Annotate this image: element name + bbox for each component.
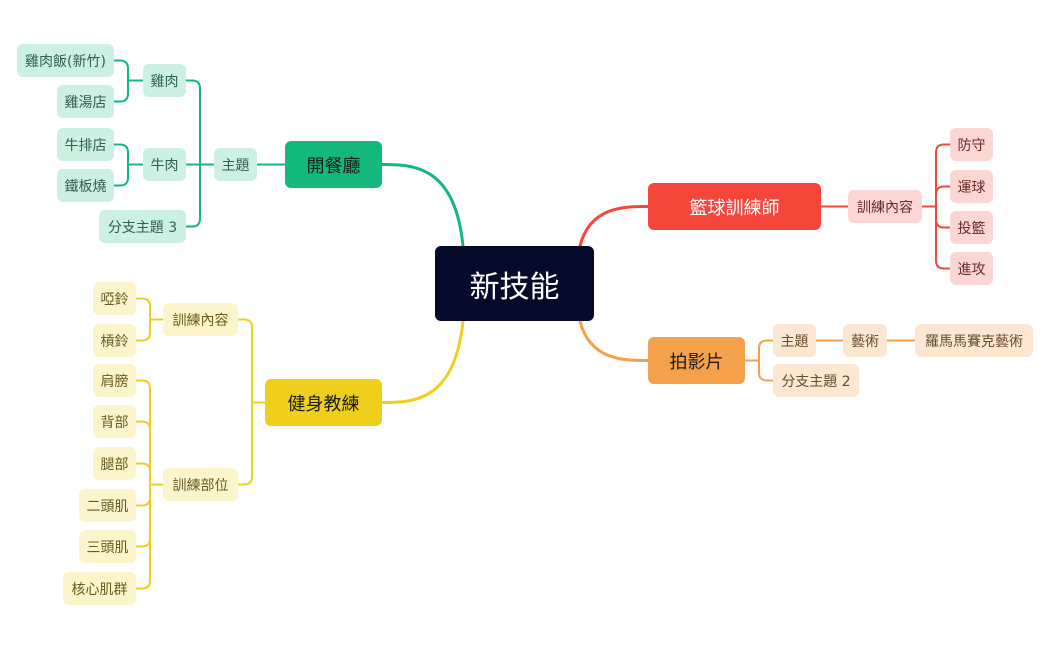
link-beef-children-child-1 <box>113 176 129 187</box>
link-bball-content-children-child-1 <box>935 185 951 196</box>
branch-photo[interactable]: 拍影片 <box>648 337 745 384</box>
chicken-node[interactable]: 雞肉 <box>143 64 186 97</box>
link-topic-children-child-2 <box>185 217 201 228</box>
link-parts-children-child-0 <box>135 379 151 390</box>
back-node[interactable]: 背部 <box>93 405 136 438</box>
link-topic-children-child-0 <box>185 79 201 90</box>
link-parts-children-child-5 <box>135 579 151 590</box>
link-photo-children-child-1 <box>758 371 774 382</box>
triceps-node[interactable]: 三頭肌 <box>79 530 136 563</box>
fitness-content-node[interactable]: 訓練內容 <box>163 303 238 336</box>
link-fit-content-children-child-1 <box>135 331 151 342</box>
core-muscles-node[interactable]: 核心肌群 <box>63 572 136 605</box>
chicken-soup-node[interactable]: 雞湯店 <box>57 85 114 118</box>
restaurant-topic-node[interactable]: 主題 <box>214 148 257 181</box>
link-parts-children-child-2 <box>135 462 151 473</box>
link-chicken-children-child-1 <box>113 92 129 103</box>
link-bball-content-children-child-0 <box>935 143 951 154</box>
roman-mosaic-art-node[interactable]: 羅馬馬賽克藝術 <box>915 324 1033 357</box>
art-node[interactable]: 藝術 <box>843 324 887 357</box>
link-chicken-children-child-0 <box>113 59 129 70</box>
offense-node[interactable]: 進攻 <box>950 252 993 285</box>
shoot-node[interactable]: 投籃 <box>950 211 993 244</box>
link-parts-children-child-1 <box>135 420 151 431</box>
barbell-node[interactable]: 槓鈴 <box>93 324 136 357</box>
teppanyaki-node[interactable]: 鐵板燒 <box>57 169 114 202</box>
dumbbell-node[interactable]: 啞鈴 <box>93 282 136 315</box>
link-bball-content-children-child-3 <box>935 259 951 270</box>
defense-node[interactable]: 防守 <box>950 128 993 161</box>
branch-basketball[interactable]: 籃球訓練師 <box>648 183 821 230</box>
root-node[interactable]: 新技能 <box>435 246 594 321</box>
legs-node[interactable]: 腿部 <box>93 447 136 480</box>
link-beef-children-child-0 <box>113 143 129 154</box>
link-photo-children-child-0 <box>758 339 774 350</box>
biceps-node[interactable]: 二頭肌 <box>79 489 136 522</box>
link-root-photo <box>578 319 650 362</box>
link-fitness-children-child-0 <box>237 318 253 329</box>
branch-restaurant[interactable]: 開餐廳 <box>285 141 382 188</box>
steakhouse-node[interactable]: 牛排店 <box>57 128 114 161</box>
link-fitness-children-child-1 <box>237 475 253 486</box>
basketball-content-node[interactable]: 訓練內容 <box>848 190 922 223</box>
link-parts-children-child-4 <box>135 537 151 548</box>
beef-node[interactable]: 牛肉 <box>143 148 186 181</box>
chicken-rice-node[interactable]: 雞肉飯(新竹) <box>17 44 114 77</box>
photo-topic-node[interactable]: 主題 <box>773 324 816 357</box>
link-fit-content-children-child-0 <box>135 297 151 308</box>
link-root-fitness <box>380 319 465 404</box>
body-parts-node[interactable]: 訓練部位 <box>163 468 238 501</box>
link-root-restaurant <box>380 163 465 248</box>
subtopic-3-node[interactable]: 分支主題 3 <box>99 210 186 243</box>
branch-fitness[interactable]: 健身教練 <box>265 379 382 426</box>
shoulder-node[interactable]: 肩膀 <box>93 364 136 397</box>
dribble-node[interactable]: 運球 <box>950 170 993 203</box>
link-root-basketball <box>578 205 650 248</box>
link-parts-children-child-3 <box>135 496 151 507</box>
link-bball-content-children-child-2 <box>935 218 951 229</box>
subtopic-2-node[interactable]: 分支主題 2 <box>773 364 859 397</box>
